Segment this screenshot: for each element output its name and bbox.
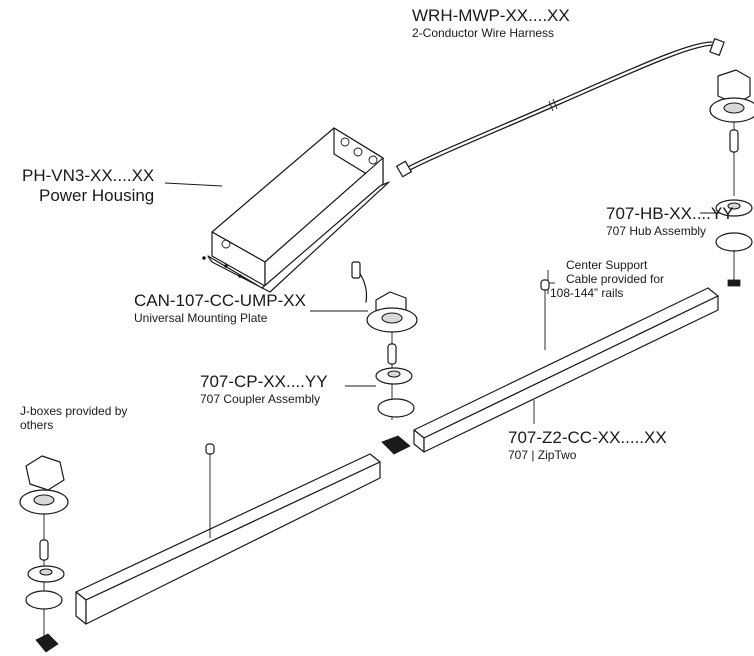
ziptwo-code: 707-Z2-CC-XX.....XX [508,428,667,447]
coupler-label: 707-CP-XX....YY 707 Coupler Assembly [200,372,328,406]
mounting-plate-desc: Universal Mounting Plate [134,311,268,325]
right-rail [413,279,719,453]
mounting-plate-code: CAN-107-CC-UMP-XX [134,291,306,310]
jbox-assembly [19,455,69,653]
hub-code: 707-HB-XX....YY [606,204,734,223]
center-support-line1: Center Support [566,258,648,272]
mounting-plate-label: CAN-107-CC-UMP-XX Universal Mounting Pla… [134,291,306,325]
ziptwo-label: 707-Z2-CC-XX.....XX 707 | ZipTwo [508,428,667,462]
power-housing-label: PH-VN3-XX....XX Power Housing [22,166,154,206]
mounting-plate-assembly [351,261,418,455]
coupler-desc: 707 Coupler Assembly [200,392,321,406]
jbox-line1: J-boxes provided by [20,404,128,418]
power-housing-desc: Power Housing [38,186,155,205]
coupler-code: 707-CP-XX....YY [200,372,328,391]
harness-code: WRH-MWP-XX....XX [412,6,570,25]
jbox-label: J-boxes provided by others [20,404,127,432]
hub-assembly [709,69,754,287]
wire-harness-cable [396,38,725,178]
center-support-line2: Cable provided for [566,272,665,286]
power-housing-box [202,127,390,293]
left-rail [75,443,381,625]
center-support-label: Center Support Cable provided for 108-14… [550,258,665,300]
ziptwo-desc: 707 | ZipTwo [508,448,577,462]
center-support-line3: 108-144” rails [550,286,624,300]
jbox-line2: others [20,418,54,432]
hub-label: 707-HB-XX....YY 707 Hub Assembly [606,204,734,238]
power-housing-code: PH-VN3-XX....XX [22,166,155,185]
hub-desc: 707 Hub Assembly [606,224,707,238]
harness-label: WRH-MWP-XX....XX 2-Conductor Wire Harnes… [412,6,570,40]
harness-desc: 2-Conductor Wire Harness [412,26,555,40]
